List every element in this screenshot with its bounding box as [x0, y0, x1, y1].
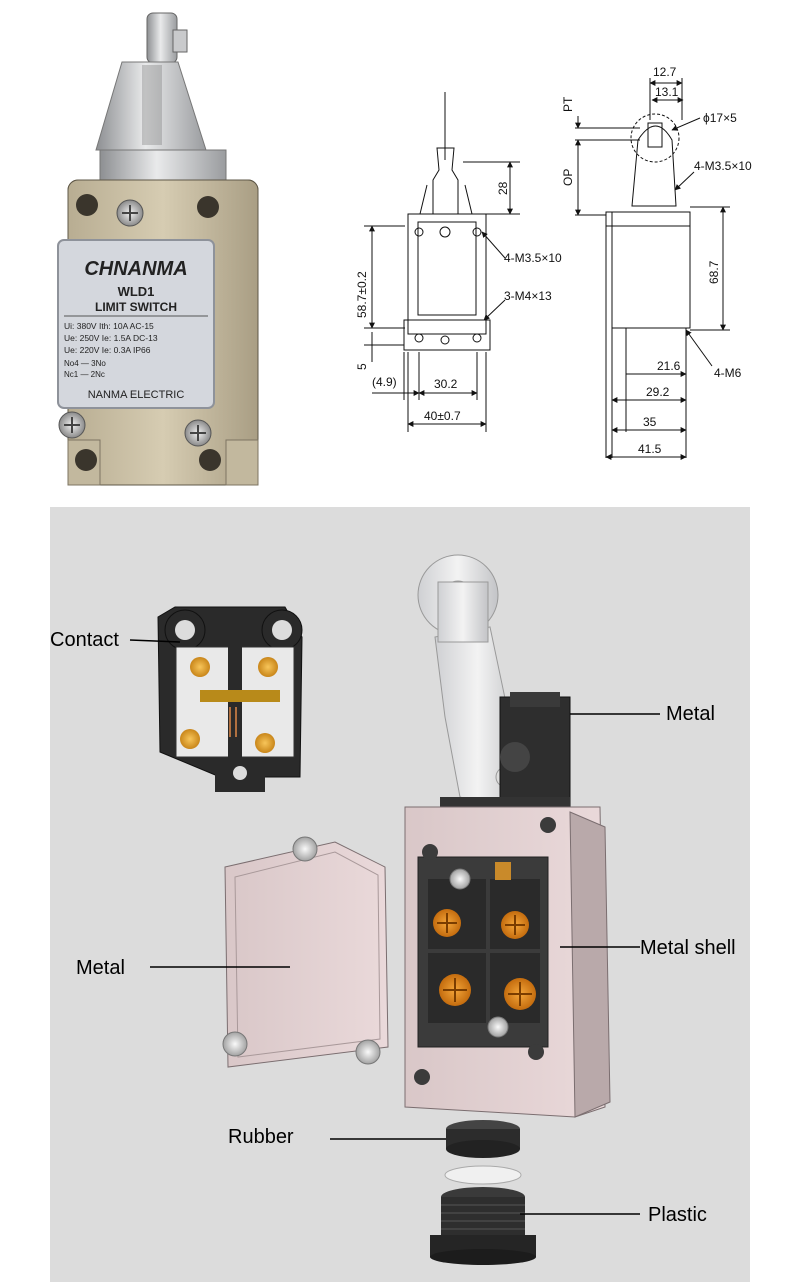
- plastic-gland: [430, 1187, 536, 1265]
- dim-12-7: 12.7: [653, 65, 677, 79]
- dim-30-2: 30.2: [434, 377, 458, 391]
- metal-cover: [222, 836, 389, 1068]
- contact-line-2: Nc1 — 2Nc: [64, 370, 105, 379]
- dim-41-5: 41.5: [638, 442, 662, 456]
- screw-spec-2: 3-M4×13: [504, 289, 552, 303]
- dim-21-6: 21.6: [657, 359, 681, 373]
- screw-spec-1: 4-M3.5×10: [504, 251, 562, 265]
- dim-68-7: 68.7: [707, 260, 721, 284]
- model-label: WLD1: [118, 284, 155, 299]
- side-screw-spec: 4-M3.5×10: [694, 159, 752, 173]
- spec-line-1: Ui: 380V Ith: 10A AC-15: [64, 321, 154, 331]
- exploded-view: Contact Metal Metal Metal shell Rubber P…: [50, 554, 736, 1265]
- dim-58-7: 58.7±0.2: [355, 271, 369, 318]
- dim-5: 5: [355, 363, 369, 370]
- top-section: CHNANMA WLD1 LIMIT SWITCH Ui: 380V Ith: …: [57, 12, 752, 486]
- housing: [404, 806, 611, 1118]
- callout-contact: Contact: [50, 629, 119, 651]
- exploded-view-panel: Contact Metal Metal Metal shell Rubber P…: [50, 507, 750, 1282]
- dim-35: 35: [643, 415, 657, 429]
- dim-13-1: 13.1: [655, 85, 679, 99]
- dim-29-2: 29.2: [646, 385, 670, 399]
- callout-metal-shell: Metal shell: [640, 937, 736, 959]
- callout-plastic: Plastic: [648, 1204, 707, 1226]
- dim-pt: PT: [561, 96, 575, 112]
- side-view-drawing: [575, 78, 730, 460]
- dim-28: 28: [496, 181, 510, 195]
- screw-icon: [355, 1039, 381, 1065]
- spec-line-3: Ue: 220V Ie: 0.3A IP66: [64, 345, 151, 355]
- brand-logo: CHNANMA: [84, 258, 187, 280]
- callout-rubber: Rubber: [228, 1126, 294, 1148]
- screw-icon: [222, 1031, 248, 1057]
- contact-line-1: No4 — 3No: [64, 359, 106, 368]
- contact-block: [157, 606, 303, 792]
- limit-switch-photo: CHNANMA WLD1 LIMIT SWITCH Ui: 380V Ith: …: [57, 12, 259, 486]
- dim-op: OP: [561, 169, 575, 186]
- lever-arm: [417, 554, 521, 808]
- callout-metal-head: Metal: [666, 703, 715, 725]
- callout-lines: [129, 639, 660, 1215]
- thread-spec: 4-M6: [714, 366, 742, 380]
- front-view-drawing: [364, 92, 520, 432]
- dim-4-9: (4.9): [372, 375, 397, 389]
- maker-label: NANMA ELECTRIC: [88, 389, 185, 401]
- callout-metal-cover: Metal: [76, 957, 125, 979]
- screw-icon: [292, 836, 318, 862]
- spec-line-2: Ue: 250V Ie: 1.5A DC-13: [64, 333, 158, 343]
- rubber-seal: [444, 1120, 522, 1185]
- dim-40: 40±0.7: [424, 409, 461, 423]
- roller-spec: ϕ17×5: [703, 111, 737, 125]
- type-label: LIMIT SWITCH: [95, 300, 177, 314]
